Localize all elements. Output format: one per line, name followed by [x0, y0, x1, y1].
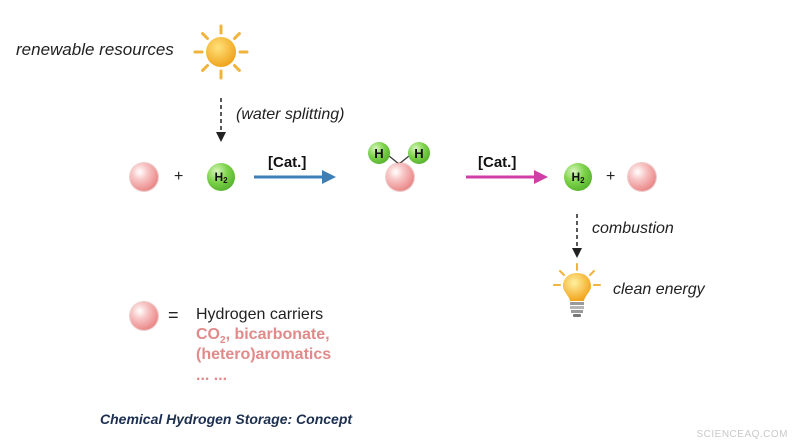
- legend-example-co2: CO2, bicarbonate,: [196, 326, 330, 346]
- legend-title: Hydrogen carriers: [196, 306, 324, 323]
- watermark: SCIENCEAQ.COM: [696, 429, 788, 440]
- combustion-arrow: [572, 214, 582, 258]
- h2-symbol: H: [214, 170, 224, 184]
- light-bulb-icon: [553, 263, 601, 317]
- magenta-reaction-arrow: [466, 170, 548, 184]
- plus-sign-2: +: [606, 168, 616, 185]
- loaded-hydrogen-carrier: [386, 163, 414, 191]
- combustion-label: combustion: [592, 220, 674, 237]
- blue-reaction-arrow: [254, 170, 336, 184]
- legend-example-aromatics: (hetero)aromatics: [196, 346, 332, 363]
- legend-equals: =: [168, 305, 179, 325]
- catalyst-label-1: [Cat.]: [268, 154, 307, 171]
- water-splitting-arrow: [216, 98, 226, 142]
- hydrogen-atom-right-label: H: [414, 145, 424, 161]
- legend-carrier-circle: [130, 302, 158, 330]
- hydrogen-atom-left-label: H: [374, 145, 384, 161]
- catalyst-label-2: [Cat.]: [478, 154, 517, 171]
- figure-caption: Chemical Hydrogen Storage: Concept: [100, 411, 353, 427]
- hydrogen-atom-left: H: [368, 142, 390, 164]
- h2-subscript: 2: [223, 175, 228, 185]
- clean-energy-label: clean energy: [613, 281, 705, 298]
- co2-symbol: CO: [196, 326, 220, 343]
- co2-rest: , bicarbonate,: [225, 326, 330, 343]
- co2-subscript: 2: [220, 335, 226, 347]
- hydrogen-carrier-circle: [130, 163, 158, 191]
- water-splitting-label: (water splitting): [236, 106, 345, 123]
- h2-released-symbol: H: [571, 170, 581, 184]
- h2-released-subscript: 2: [580, 175, 585, 185]
- renewable-resources-label: renewable resources: [16, 40, 174, 59]
- plus-sign: +: [174, 168, 184, 185]
- hydrogen-atom-right: H: [408, 142, 430, 164]
- regenerated-carrier: [628, 163, 656, 191]
- legend-example-more: ... ...: [196, 367, 228, 384]
- sun-icon: [193, 24, 249, 80]
